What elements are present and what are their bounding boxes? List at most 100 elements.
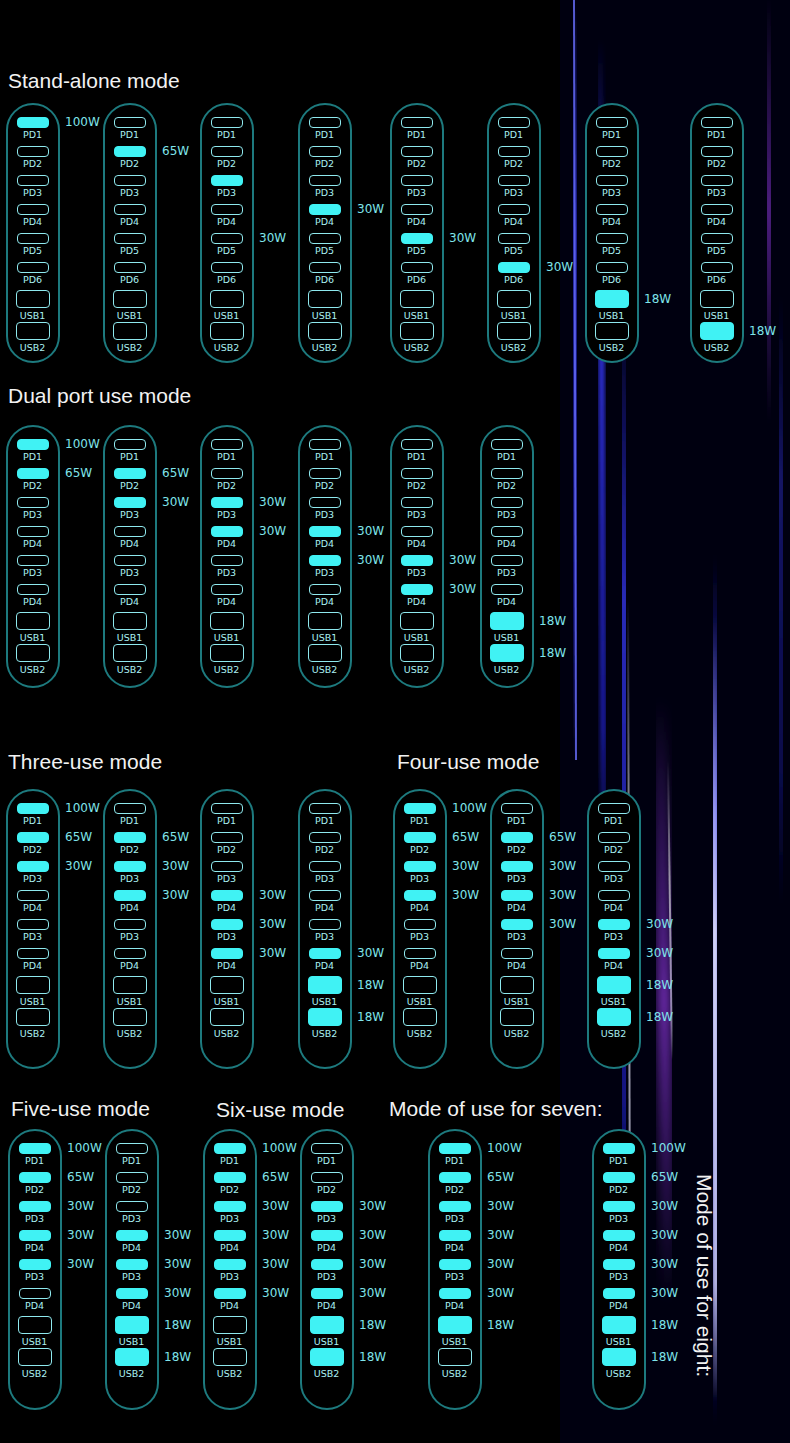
- port-slot: [211, 233, 243, 244]
- port-label: USB2: [442, 1369, 468, 1379]
- wattage-label: 30W: [259, 947, 286, 959]
- port-label: PD4: [445, 1243, 464, 1253]
- port-slot: [701, 262, 733, 273]
- port-slot: [210, 612, 244, 630]
- active-port: [211, 175, 243, 186]
- active-port: [17, 117, 49, 128]
- active-port: [603, 1230, 635, 1241]
- port-slot: [113, 612, 147, 630]
- port-label: PD3: [507, 932, 526, 942]
- mode-heading: Mode of use for seven:: [389, 1098, 603, 1119]
- wattage-label: 18W: [357, 1011, 384, 1023]
- port-label: PD3: [120, 874, 139, 884]
- mode-heading: Dual port use mode: [8, 385, 191, 406]
- port-label: USB1: [20, 311, 46, 321]
- port-label: PD5: [315, 246, 334, 256]
- port-label: PD2: [317, 1185, 336, 1195]
- port-slot: [113, 644, 147, 662]
- wattage-label: 30W: [262, 1287, 289, 1299]
- port-slot: [309, 584, 341, 595]
- port-slot: [498, 204, 530, 215]
- wattage-label: 30W: [646, 947, 673, 959]
- port-slot: [114, 526, 146, 537]
- port-label: PD4: [315, 217, 334, 227]
- port-label: PD6: [407, 275, 426, 285]
- port-slot: [211, 861, 243, 872]
- port-label: USB1: [119, 1337, 145, 1347]
- port-slot: [210, 290, 244, 308]
- port-slot: [211, 555, 243, 566]
- port-slot: [210, 976, 244, 994]
- port-label: PD6: [120, 275, 139, 285]
- port-label: PD4: [407, 539, 426, 549]
- wattage-label: 30W: [65, 860, 92, 872]
- port-label: PD3: [220, 1214, 239, 1224]
- wattage-label: 30W: [162, 889, 189, 901]
- port-label: PD3: [217, 932, 236, 942]
- wattage-label: 30W: [449, 554, 476, 566]
- wattage-label: 30W: [646, 918, 673, 930]
- charger-port-panel: PD1PD2PD3PD4PD3PD4USB1USB2100W65W30W30W3…: [8, 1129, 62, 1410]
- charger-port-panel: PD1PD2PD3PD4PD3PD4USB1USB230W30W30W18W18…: [105, 1129, 159, 1410]
- port-label: PD3: [317, 1272, 336, 1282]
- active-port: [603, 1201, 635, 1212]
- port-slot: [17, 233, 49, 244]
- active-port: [115, 1316, 149, 1334]
- port-label: PD4: [315, 597, 334, 607]
- port-label: PD3: [504, 188, 523, 198]
- wattage-label: 18W: [651, 1319, 678, 1331]
- port-slot: [596, 233, 628, 244]
- port-slot: [116, 1143, 148, 1154]
- port-label: PD3: [507, 874, 526, 884]
- active-port: [404, 861, 436, 872]
- port-slot: [498, 233, 530, 244]
- charger-port-panel: PD1PD2PD3PD4PD5PD6USB1USB230W: [200, 103, 254, 363]
- wattage-label: 30W: [262, 1200, 289, 1212]
- port-label: PD1: [602, 130, 621, 140]
- port-label: USB2: [312, 343, 338, 353]
- wattage-label: 30W: [359, 1258, 386, 1270]
- port-slot: [404, 919, 436, 930]
- port-slot: [401, 117, 433, 128]
- port-label: PD3: [602, 188, 621, 198]
- active-port: [311, 1201, 343, 1212]
- port-slot: [17, 919, 49, 930]
- active-port: [19, 1143, 51, 1154]
- port-slot: [16, 976, 50, 994]
- charger-port-panel: PD1PD2PD3PD4PD5PD6USB1USB2100W: [6, 103, 60, 363]
- port-label: PD2: [315, 159, 334, 169]
- mode-heading: Five-use mode: [11, 1098, 150, 1119]
- port-label: PD5: [707, 246, 726, 256]
- port-label: PD2: [707, 159, 726, 169]
- mode-heading: Stand-alone mode: [8, 70, 180, 91]
- active-port: [602, 1348, 636, 1366]
- port-slot: [114, 555, 146, 566]
- port-slot: [403, 976, 437, 994]
- port-slot: [114, 439, 146, 450]
- active-port: [404, 890, 436, 901]
- active-port: [501, 890, 533, 901]
- port-slot: [17, 584, 49, 595]
- wattage-label: 30W: [549, 860, 576, 872]
- wattage-label: 30W: [651, 1200, 678, 1212]
- port-label: PD1: [217, 816, 236, 826]
- port-label: PD2: [315, 845, 334, 855]
- port-slot: [309, 919, 341, 930]
- active-port: [439, 1288, 471, 1299]
- charger-port-panel: PD1PD2PD3PD4PD3PD4USB1USB230W30W30W: [200, 789, 254, 1069]
- port-label: USB2: [20, 343, 46, 353]
- active-port: [404, 803, 436, 814]
- port-label: USB2: [20, 1029, 46, 1039]
- port-label: PD1: [317, 1156, 336, 1166]
- port-label: PD1: [410, 816, 429, 826]
- port-label: PD4: [217, 539, 236, 549]
- port-slot: [498, 175, 530, 186]
- active-port: [309, 948, 341, 959]
- port-label: USB1: [20, 633, 46, 643]
- port-slot: [701, 146, 733, 157]
- port-slot: [596, 204, 628, 215]
- port-slot: [19, 1288, 51, 1299]
- charger-port-panel: PD1PD2PD3PD4PD3PD4USB1USB2100W65W30W30W3…: [203, 1129, 257, 1410]
- port-slot: [598, 861, 630, 872]
- port-label: PD3: [120, 188, 139, 198]
